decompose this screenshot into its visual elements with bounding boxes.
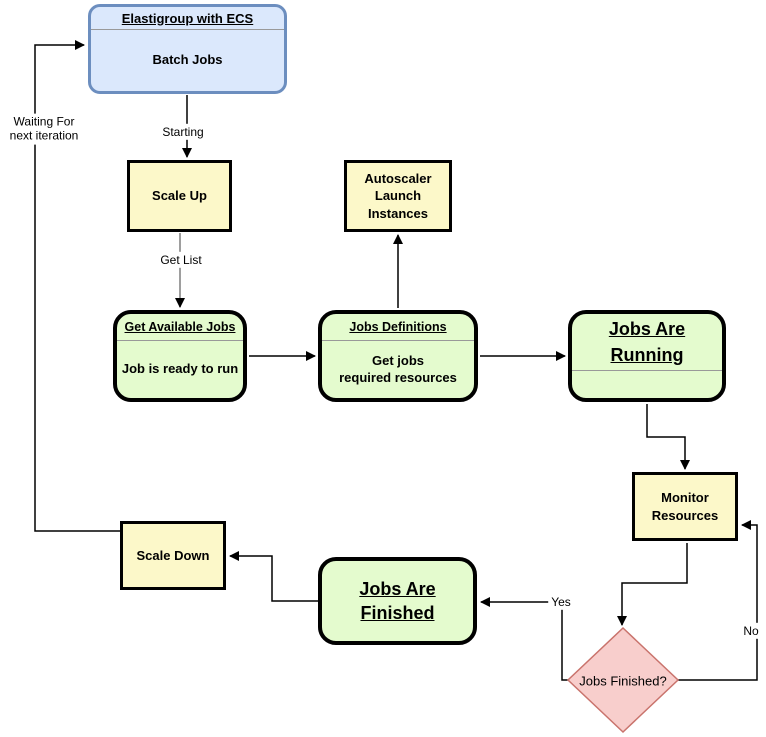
node-elastigroup-ecs: Elastigroup with ECS Batch Jobs	[88, 4, 287, 94]
decision-label-jobs-finished: Jobs Finished?	[579, 673, 667, 689]
edge-finished-to-scaledown	[229, 551, 318, 602]
node-jobs-are-running: Jobs Are Running	[568, 310, 726, 402]
node-title: Get Available Jobs	[117, 314, 243, 341]
node-body: Batch Jobs	[152, 52, 223, 68]
node-scale-up: Scale Up	[127, 160, 232, 232]
node-scale-down: Scale Down	[120, 521, 226, 590]
node-title: Jobs Are Running	[572, 314, 722, 371]
decision-diamond	[566, 626, 680, 734]
edge-label-starting: Starting	[159, 123, 207, 141]
node-jobs-are-finished: Jobs Are Finished	[318, 557, 477, 645]
edge-monitor-to-decision	[617, 543, 688, 626]
edge-running-to-monitor	[646, 404, 690, 470]
node-label: Scale Down	[136, 547, 210, 563]
edge-decision-no	[678, 520, 758, 681]
edge-decision-yes	[480, 597, 568, 681]
edge-label-waiting-for-next-iteration: Waiting For next iteration	[0, 113, 90, 145]
edge-waiting-loop	[34, 40, 120, 532]
node-monitor-resources: Monitor Resources	[632, 472, 738, 541]
node-jobs-definitions: Jobs Definitions Get jobs required resou…	[318, 310, 478, 402]
node-label: Monitor Resources	[651, 489, 719, 523]
node-autoscaler-launch-instances: Autoscaler Launch Instances	[344, 160, 452, 232]
edge-label-yes: Yes	[548, 593, 574, 611]
node-label: Autoscaler Launch Instances	[364, 170, 432, 221]
node-title: Jobs Definitions	[322, 314, 474, 341]
edge-label-no: No	[740, 622, 762, 640]
node-body: Job is ready to run	[121, 361, 239, 377]
node-label: Scale Up	[152, 188, 207, 204]
node-title: Elastigroup with ECS	[91, 7, 284, 30]
node-body: Get jobs required resources	[339, 352, 457, 385]
node-title: Jobs Are Finished	[359, 578, 436, 623]
node-body	[572, 371, 722, 398]
node-get-available-jobs: Get Available Jobs Job is ready to run	[113, 310, 247, 402]
edge-label-get-list: Get List	[157, 251, 205, 269]
